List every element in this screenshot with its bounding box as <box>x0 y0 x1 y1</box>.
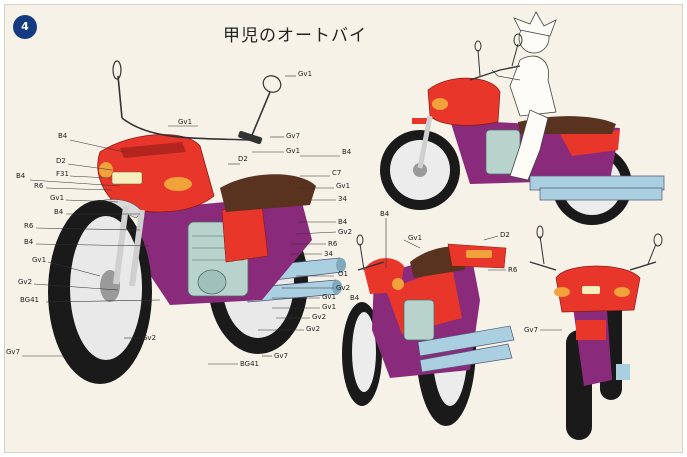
main-headlamp-right <box>164 177 192 191</box>
callout-d2-left: D2 <box>56 157 66 165</box>
callout-bg41-bottom: BG41 <box>240 360 259 368</box>
sheet-title: 甲児のオートバイ <box>223 26 367 46</box>
callout-gv1-right: Gv1 <box>322 293 336 301</box>
callout-gv2-right-1: Gv2 <box>338 228 352 236</box>
rear-view-motorcycle <box>529 225 663 440</box>
callout-b4-top-right: B4 <box>342 148 352 156</box>
rear-callout-lines <box>385 218 506 271</box>
callout-gv1-left: Gv1 <box>50 194 64 202</box>
callout-gv2-left: Gv2 <box>18 278 32 286</box>
callout-gv2-right-3: Gv2 <box>312 313 326 321</box>
main-handlebar <box>117 75 271 141</box>
callout-gv1-right-2: Gv1 <box>322 303 336 311</box>
callout-gv7-front: Gv7 <box>524 326 538 334</box>
callout-gv7-lever: Gv7 <box>286 132 300 140</box>
callout-r6-small: R6 <box>508 266 518 274</box>
callout-b4-left-3: B4 <box>54 208 64 216</box>
callout-gv7-bottom-left: Gv7 <box>6 348 20 356</box>
callout-b4-small: B4 <box>380 210 390 218</box>
callout-gv2-right-4: Gv2 <box>306 325 320 333</box>
main-front-wheel <box>48 200 152 384</box>
main-headlamp-left <box>99 162 113 178</box>
callout-lines <box>22 75 340 365</box>
main-seat <box>220 174 316 212</box>
page-number-badge: 4 <box>13 15 37 39</box>
callout-r6-left-1: R6 <box>34 182 44 190</box>
callout-34: 34 <box>338 195 347 203</box>
callout-bg41-left: BG41 <box>20 296 39 304</box>
callout-b4-right: B4 <box>338 218 348 226</box>
callout-d2-top: D2 <box>238 155 248 163</box>
callout-gv2-right-2: Gv2 <box>336 284 350 292</box>
callout-gv7-bottom: Gv7 <box>274 352 288 360</box>
callout-gv2-bottom: Gv2 <box>142 334 156 342</box>
callout-b4-left-2: B4 <box>16 172 26 180</box>
callout-r6-right: R6 <box>328 240 338 248</box>
callout-gv1-small: Gv1 <box>408 234 422 242</box>
callout-labels: Gv1 Gv1 Gv7 Gv1 B4 D2 C7 Gv1 34 B4 D2 B4… <box>6 70 352 368</box>
callout-f31: F31 <box>56 170 69 178</box>
callout-gv1-mirror: Gv1 <box>298 70 312 78</box>
callout-gv1-bar: Gv1 <box>286 147 300 155</box>
rider-motorcycle <box>380 11 665 225</box>
callout-gv1-fork: Gv1 <box>32 256 46 264</box>
callout-gv1-tank: Gv1 <box>336 182 350 190</box>
callout-r6-left-2: R6 <box>24 222 34 230</box>
callout-gv1-grip: Gv1 <box>178 118 192 126</box>
callout-c7: C7 <box>332 169 341 177</box>
callout-b4-left-4: B4 <box>24 238 34 246</box>
main-motorcycle <box>48 60 346 384</box>
callout-b4-small-2: B4 <box>350 294 360 302</box>
callout-d2-small: D2 <box>500 231 510 239</box>
callout-b4-left-1: B4 <box>58 132 68 140</box>
main-badge <box>111 171 143 185</box>
callout-o1: O1 <box>338 270 348 278</box>
callout-34-right: 34 <box>324 250 333 258</box>
rear-quarter-motorcycle <box>342 234 515 426</box>
